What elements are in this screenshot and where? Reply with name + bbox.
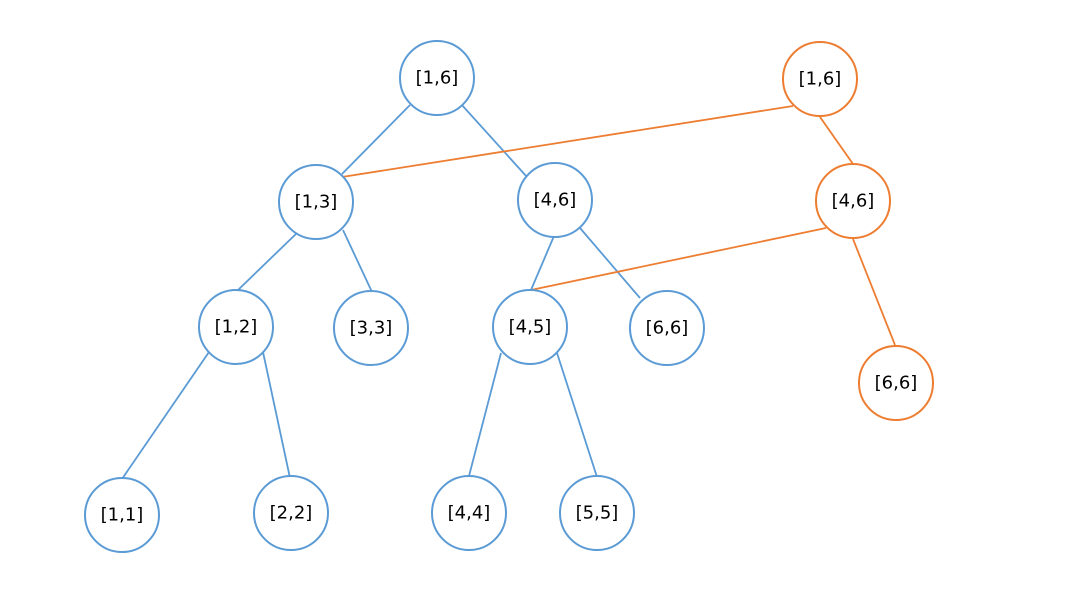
new-tree-nodes: [1,6] [4,6] [6,6] [782, 41, 934, 421]
old-node-rlr: [5,5] [559, 475, 635, 551]
old-node-l-label: [1,3] [295, 192, 338, 213]
old-node-rl: [4,5] [492, 289, 568, 365]
old-node-ll-label: [1,2] [215, 317, 258, 338]
old-node-rl-label: [4,5] [509, 317, 552, 338]
edge-new-root-r [819, 116, 854, 165]
edge-old-rl-rll [468, 352, 502, 477]
old-node-lr-label: [3,3] [350, 318, 393, 339]
edge-old-l-lr [342, 229, 373, 293]
edge-old-ll-lll [121, 351, 210, 480]
old-node-r: [4,6] [517, 162, 593, 238]
new-node-root: [1,6] [782, 41, 858, 117]
old-tree-nodes: [1,6] [1,3] [4,6] [1,2] [3,3] [4,5] [84, 40, 705, 553]
old-node-r-label: [4,6] [534, 190, 577, 211]
edge-old-rl-rlr [556, 352, 598, 478]
old-node-root: [1,6] [399, 40, 475, 116]
edge-old-r-rr [579, 227, 641, 299]
new-node-r-label: [4,6] [832, 191, 875, 212]
new-node-rr: [6,6] [858, 345, 934, 421]
old-node-lll: [1,1] [84, 477, 160, 553]
edge-new-r-rr [852, 238, 896, 346]
old-node-rll-label: [4,4] [448, 503, 491, 524]
edge-new-root-shared-l [341, 105, 794, 178]
old-node-lll-label: [1,1] [101, 505, 144, 526]
new-tree-edges [341, 105, 896, 346]
edge-old-ll-llr [262, 351, 291, 479]
edge-new-r-shared-rl [530, 227, 827, 291]
new-node-rr-label: [6,6] [875, 373, 918, 394]
new-node-r: [4,6] [815, 163, 891, 239]
new-node-root-label: [1,6] [799, 69, 842, 90]
edge-old-root-r [460, 103, 528, 178]
edge-old-r-rl [530, 235, 555, 291]
old-node-l: [1,3] [278, 164, 354, 240]
old-node-lr: [3,3] [333, 290, 409, 366]
edge-old-l-ll [237, 231, 299, 291]
old-tree-edges [121, 103, 641, 480]
old-node-rr: [6,6] [629, 290, 705, 366]
old-node-llr-label: [2,2] [270, 503, 313, 524]
old-node-llr: [2,2] [253, 475, 329, 551]
old-node-rlr-label: [5,5] [576, 503, 619, 524]
old-node-rll: [4,4] [431, 475, 507, 551]
old-node-root-label: [1,6] [416, 68, 459, 89]
old-node-ll: [1,2] [198, 289, 274, 365]
old-node-rr-label: [6,6] [646, 318, 689, 339]
edge-old-root-l [341, 104, 411, 175]
